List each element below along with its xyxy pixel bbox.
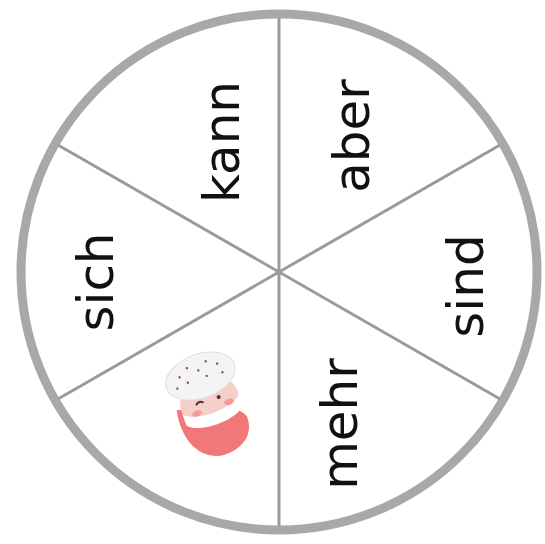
santa-icon bbox=[159, 343, 262, 466]
wheel-word: kann bbox=[197, 81, 247, 203]
wheel-word: mehr bbox=[315, 358, 365, 490]
wheel-word: sind bbox=[441, 234, 491, 337]
wheel-word: aber bbox=[327, 79, 377, 193]
sector-lines bbox=[58, 18, 500, 526]
wheel-word: sich bbox=[71, 232, 121, 331]
wheel-rim bbox=[21, 14, 537, 530]
